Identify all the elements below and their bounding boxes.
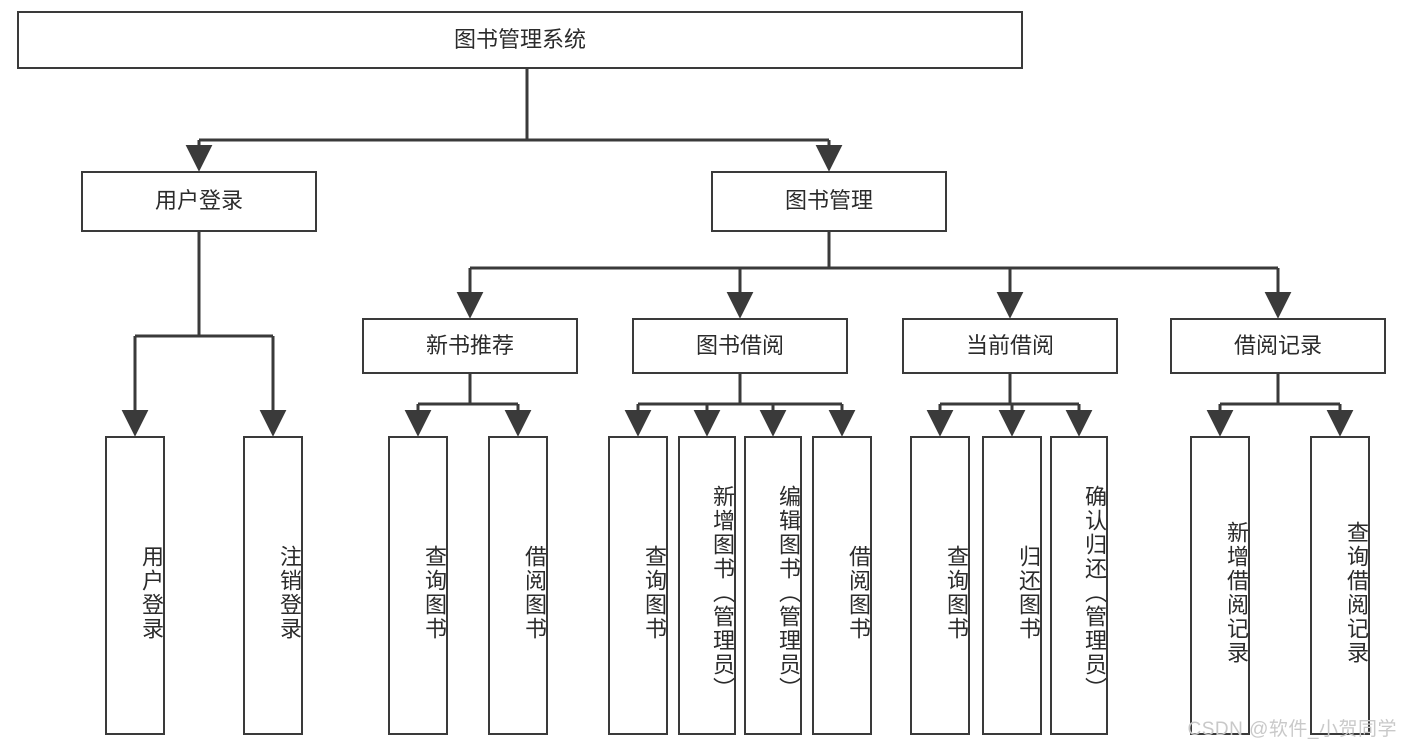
node-borrow-record[interactable]: 借阅记录	[1170, 318, 1386, 374]
node-leaf-user-login[interactable]: 用户登录	[105, 436, 165, 735]
node-label: 借阅记录	[1233, 332, 1322, 358]
node-label: 查询图书	[944, 544, 969, 641]
node-label: 当前借阅	[965, 332, 1054, 358]
node-book-management[interactable]: 图书管理	[711, 171, 947, 232]
node-current-borrow[interactable]: 当前借阅	[902, 318, 1118, 374]
node-label: 用户登录	[154, 188, 243, 214]
node-label: 新增图书（管理员）	[710, 484, 735, 701]
node-label: 归还图书	[1016, 544, 1041, 641]
node-leaf-user-logout[interactable]: 注销登录	[243, 436, 303, 735]
node-label: 查询借阅记录	[1344, 520, 1369, 665]
node-label: 查询图书	[642, 544, 667, 641]
node-label: 用户登录	[139, 544, 164, 641]
node-label: 图书管理系统	[453, 26, 586, 52]
node-leaf-query-book-1[interactable]: 查询图书	[388, 436, 448, 735]
node-label: 图书管理	[784, 188, 873, 214]
node-label: 借阅图书	[846, 544, 871, 641]
node-label: 编辑图书（管理员）	[776, 484, 801, 701]
node-leaf-edit-book[interactable]: 编辑图书（管理员）	[744, 436, 802, 735]
node-label: 注销登录	[277, 544, 302, 641]
node-leaf-query-borrow-record[interactable]: 查询借阅记录	[1310, 436, 1370, 735]
node-label: 图书借阅	[695, 332, 784, 358]
node-leaf-borrow-book-1[interactable]: 借阅图书	[488, 436, 548, 735]
node-label: 确认归还（管理员）	[1082, 484, 1107, 701]
node-label: 借阅图书	[522, 544, 547, 641]
node-user-login[interactable]: 用户登录	[81, 171, 317, 232]
node-leaf-confirm-return[interactable]: 确认归还（管理员）	[1050, 436, 1108, 735]
node-new-book-recommend[interactable]: 新书推荐	[362, 318, 578, 374]
csdn-watermark: CSDN @软件_小贺同学	[1187, 719, 1397, 740]
node-leaf-return-book[interactable]: 归还图书	[982, 436, 1042, 735]
node-label: 新增借阅记录	[1224, 520, 1249, 665]
node-leaf-add-borrow-record[interactable]: 新增借阅记录	[1190, 436, 1250, 735]
node-leaf-query-book-3[interactable]: 查询图书	[910, 436, 970, 735]
node-leaf-borrow-book-2[interactable]: 借阅图书	[812, 436, 872, 735]
node-book-management-system[interactable]: 图书管理系统	[17, 11, 1023, 69]
node-leaf-query-book-2[interactable]: 查询图书	[608, 436, 668, 735]
node-leaf-add-book[interactable]: 新增图书（管理员）	[678, 436, 736, 735]
node-book-borrow[interactable]: 图书借阅	[632, 318, 848, 374]
node-label: 新书推荐	[425, 332, 514, 358]
node-label: 查询图书	[422, 544, 447, 641]
